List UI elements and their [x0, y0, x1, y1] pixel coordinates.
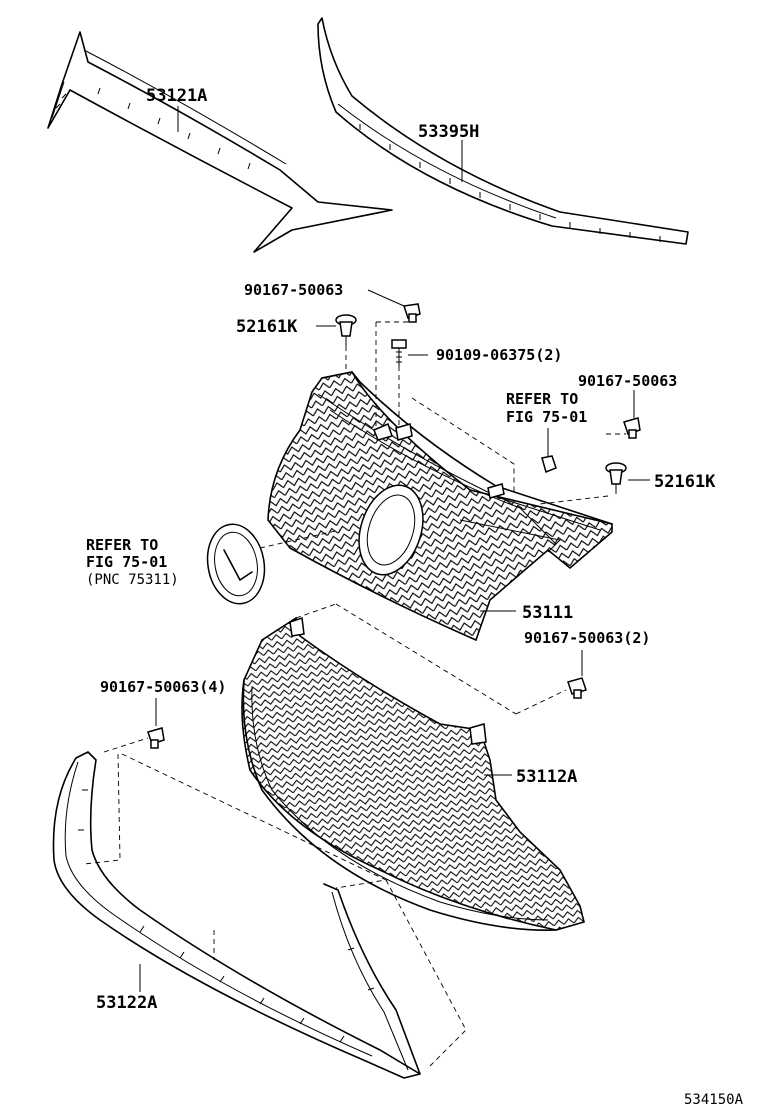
label-52161K-left: 52161K [236, 317, 298, 337]
label-90109-06375: 90109-06375(2) [436, 346, 562, 364]
grille-53112A [241, 616, 585, 931]
screw-90167-50063-right [623, 417, 641, 439]
grille-53111 [267, 371, 613, 642]
refer-top-line1: REFER TO [506, 390, 578, 408]
screw-90167-50063-4 [147, 727, 165, 749]
refer-top-line2: FIG 75-01 [506, 408, 587, 426]
molding-53121A [47, 31, 393, 253]
label-52161K-right: 52161K [654, 472, 716, 492]
refer-left-line1: REFER TO [86, 536, 158, 554]
label-53395H: 53395H [418, 122, 479, 142]
label-90167-50063-right: 90167-50063 [578, 372, 677, 390]
label-90167-50063-4: 90167-50063(4) [100, 678, 226, 696]
emblem-icon [206, 523, 266, 605]
screw-90109-06375 [391, 339, 407, 366]
refer-left-line2: FIG 75-01 [86, 553, 167, 571]
screw-90167-50063-2 [567, 677, 587, 699]
figure-code: 534150A [684, 1092, 744, 1108]
clip-52161K-left [335, 314, 357, 346]
nut-icon [541, 455, 557, 474]
label-90167-50063-top: 90167-50063 [244, 281, 343, 299]
clip-52161K-right [605, 462, 627, 494]
label-53121A: 53121A [146, 86, 207, 106]
label-53122A: 53122A [96, 993, 157, 1013]
label-53112A: 53112A [516, 767, 577, 787]
molding-53122A [52, 751, 421, 1079]
label-53111: 53111 [522, 603, 573, 623]
label-90167-50063-2: 90167-50063(2) [524, 629, 650, 647]
molding-53395H [317, 17, 689, 245]
screw-90167-50063-top [403, 303, 421, 323]
refer-left-line3: (PNC 75311) [86, 572, 179, 588]
